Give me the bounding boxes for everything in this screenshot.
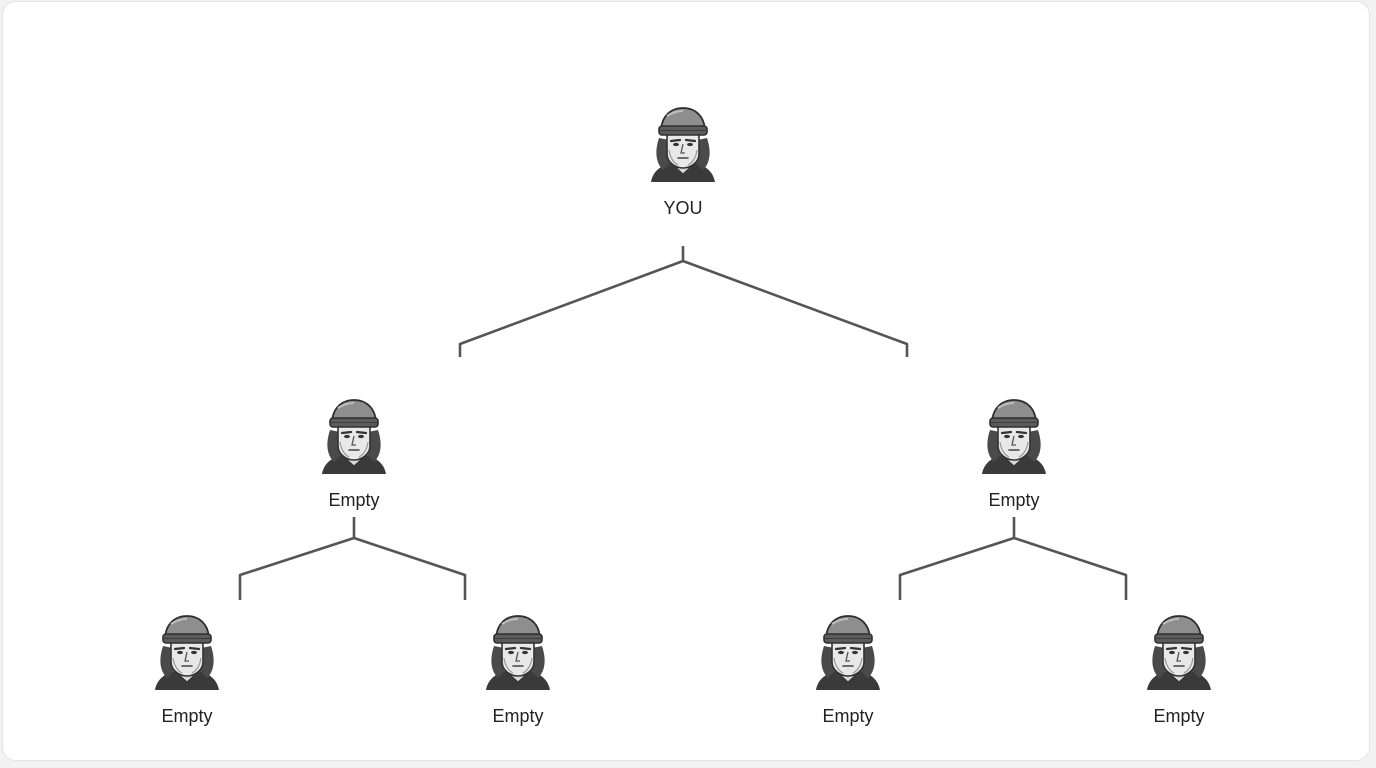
soldier-avatar-icon[interactable] [647,102,719,184]
node-label: Empty [822,706,874,726]
tree-node-level1-right[interactable]: Empty [944,394,1084,510]
soldier-avatar-icon[interactable] [482,610,554,692]
soldier-avatar-icon[interactable] [1143,610,1215,692]
soldier-avatar-icon[interactable] [318,394,390,476]
connector-left [238,517,467,600]
soldier-avatar-icon[interactable] [812,610,884,692]
node-label: Empty [492,706,544,726]
node-label: Empty [328,490,380,510]
node-label: Empty [1153,706,1205,726]
tree-connectors [238,246,1128,600]
connector-right [898,517,1128,600]
node-label: Empty [988,490,1040,510]
tree-node-level2-3[interactable]: Empty [778,610,918,726]
node-label-root: YOU [663,198,703,218]
tree-node-level2-4[interactable]: Empty [1109,610,1249,726]
node-label: Empty [161,706,213,726]
connector-root [458,246,909,357]
soldier-avatar-icon[interactable] [978,394,1050,476]
tree-node-level2-1[interactable]: Empty [117,610,257,726]
tree-node-level2-2[interactable]: Empty [448,610,588,726]
soldier-avatar-icon[interactable] [151,610,223,692]
tree-node-root[interactable]: YOU [613,102,753,218]
tree-node-level1-left[interactable]: Empty [284,394,424,510]
